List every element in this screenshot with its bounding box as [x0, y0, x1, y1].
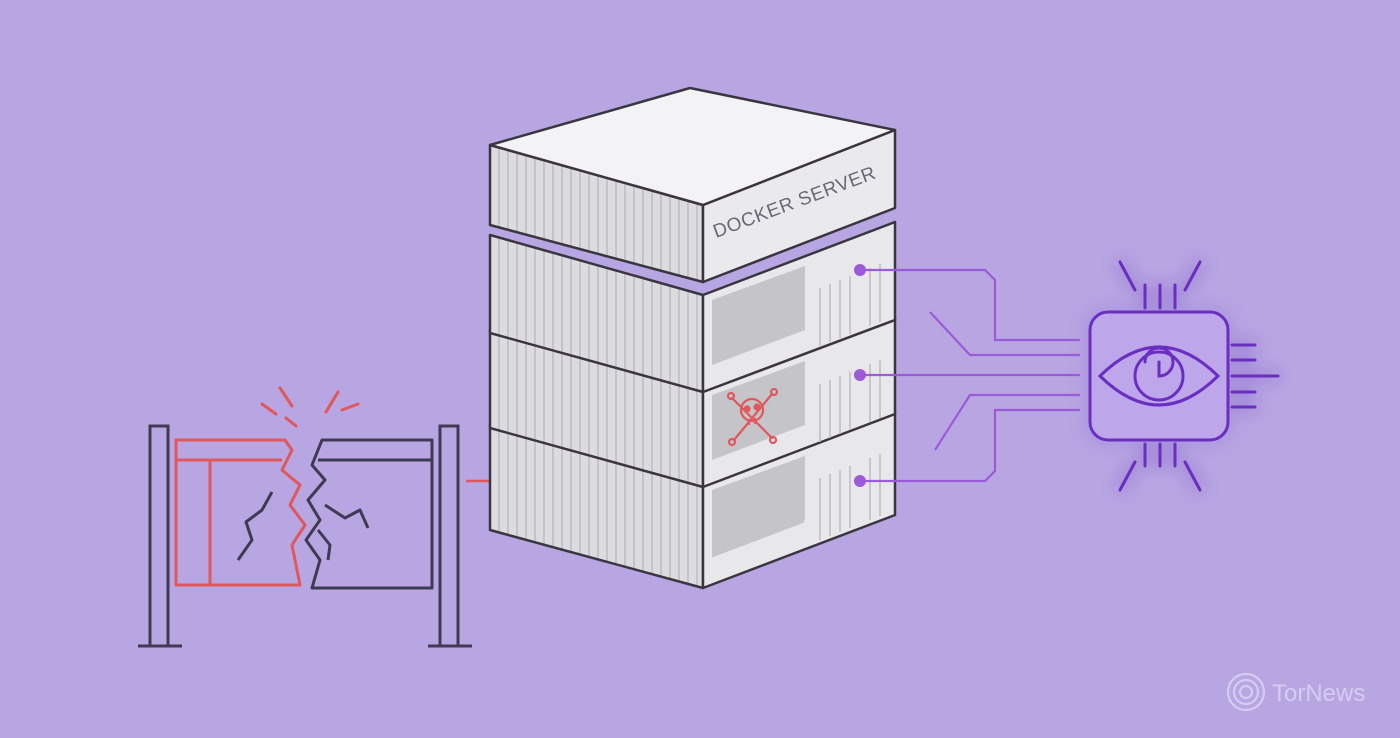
- gate-left-post: [138, 424, 182, 648]
- tornews-logo-icon: [1226, 672, 1266, 712]
- gate-right-post: [428, 424, 472, 648]
- broken-gate: [138, 386, 512, 648]
- eye-icon: [1097, 345, 1221, 407]
- brand-name: TorNews: [1272, 680, 1365, 707]
- surveillance-eye-chip: [1088, 260, 1280, 492]
- server-unit-1: [488, 86, 897, 284]
- docker-server-stack: [488, 86, 897, 590]
- server-to-chip-connectors: [860, 268, 1080, 483]
- gate-broken-red-panel: [174, 438, 307, 587]
- skull-crossbones-icon: [726, 387, 779, 447]
- impact-marks: [260, 386, 360, 428]
- server-top-lid: [488, 86, 897, 207]
- connector-dots: [854, 264, 866, 487]
- gate-broken-dark-panel: [304, 438, 434, 590]
